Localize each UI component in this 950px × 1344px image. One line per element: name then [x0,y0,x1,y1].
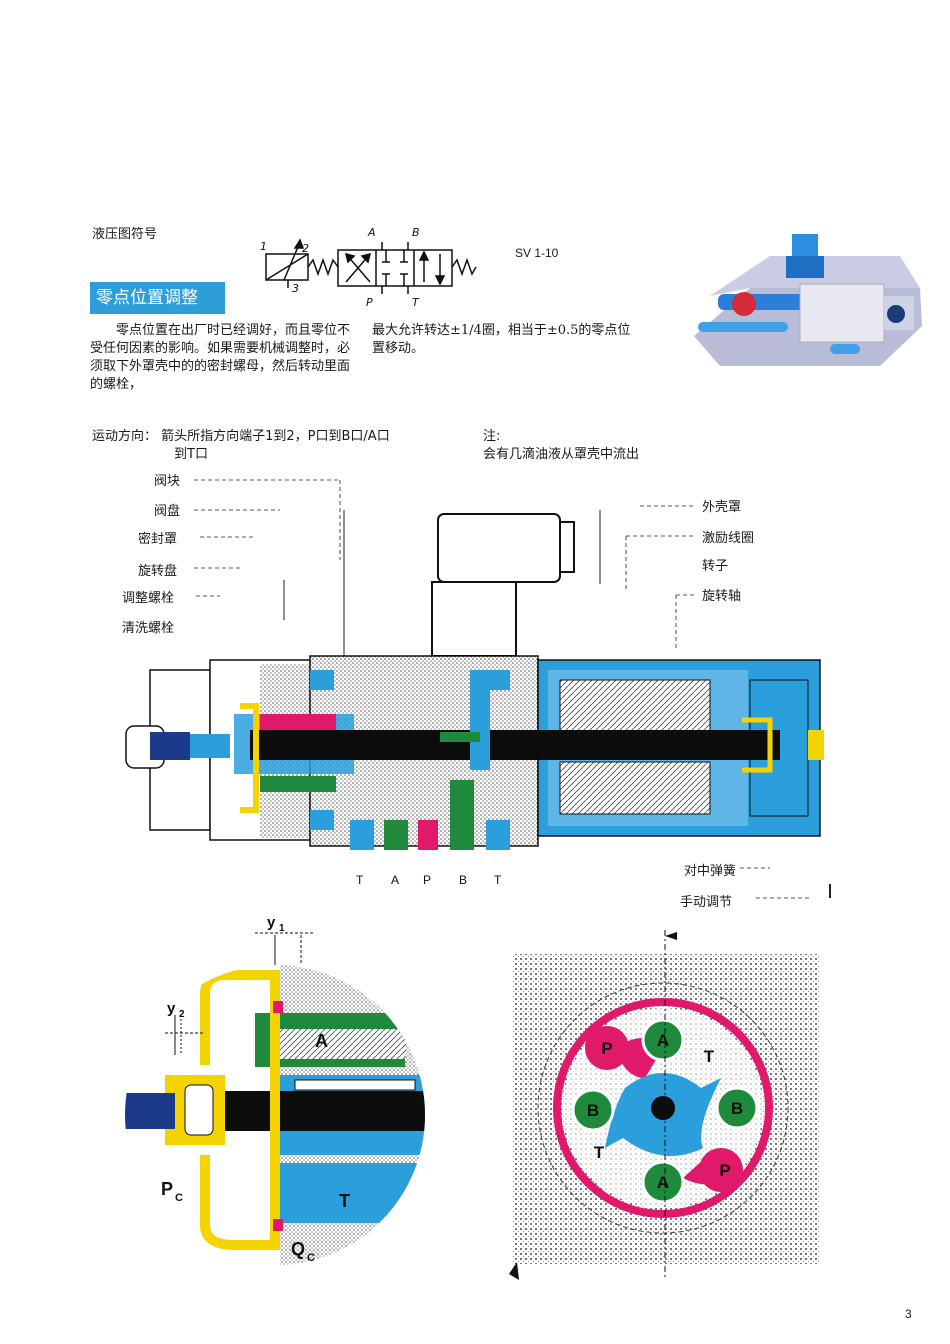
label-manual-adjust: 手动调节 [680,895,733,910]
face-port-p-left: P [601,1039,612,1058]
label-valve-block: 阀块 [154,474,181,489]
motion-direction: 运动方向： 箭头所指方向端子1到2，P口到B口/A口 到T口 [92,428,390,464]
detail-label-qc-sub: C [307,1252,315,1264]
symbol-label-a: A [367,226,376,239]
detail-label-pc: P [161,1179,173,1199]
face-port-b-right: B [731,1099,743,1118]
face-port-a-bottom: A [657,1173,669,1192]
label-rotary-disc: 旋转盘 [138,564,178,579]
detail-port-a: A [315,1031,328,1051]
face-port-p-right: P [719,1161,730,1180]
section-port-p: P [423,873,431,887]
detail-label-y2: y [167,1000,176,1017]
zero-adjust-paragraph-right: 最大允许转达±1/4圈，相当于±0.5的零点位置移动。 [372,323,631,356]
motion-line-1: 运动方向： 箭头所指方向端子1到2，P口到B口/A口 [92,429,390,444]
note-line-2: 会有几滴油液从罩壳中流出 [483,447,640,462]
detail-port-t: T [339,1191,350,1211]
label-valve-disc: 阀盘 [154,504,181,519]
hydraulic-symbol: 1 2 3 A B P T [260,226,477,308]
face-port-b-left: B [587,1101,599,1120]
note: 注: 会有几滴油液从罩壳中流出 [483,428,639,464]
page-number: 3 [905,1307,912,1321]
symbol-label-1: 1 [260,240,267,253]
detail-label-y2-sub: 2 [179,1009,185,1020]
face-port-t-left: T [594,1143,605,1162]
detail-label-pc-sub: C [175,1192,183,1204]
valve-3d-image [694,234,922,366]
label-housing: 外壳罩 [702,500,742,515]
detail-right-diagram: A P T B B T A P [509,930,819,1280]
zero-adjust-paragraph-left-text: 零点位置在出厂时已经调好，而且零位不受任何因素的影响。如果需要机械调整时，必须取… [90,323,351,392]
detail-left-diagram: y 1 y 2 A T P C Q C [125,914,425,1265]
detail-label-y1-sub: 1 [279,923,285,934]
label-centering-spring: 对中弹簧 [684,864,737,879]
label-seal-cap: 密封罩 [138,532,178,547]
label-flush-bolt: 清洗螺栓 [122,621,175,636]
section-port-b: B [459,873,467,887]
section-port-t2: T [494,873,502,887]
symbol-section-title: 液压图符号 [92,227,158,242]
model-label: SV 1-10 [515,246,559,260]
label-rotor: 转子 [702,559,729,574]
section-port-t1: T [356,873,364,887]
motion-line-2: 到T口 [174,447,208,462]
detail-label-qc: Q [291,1239,305,1259]
valve-cross-section: T A P B T [125,479,831,899]
face-port-t-right: T [704,1047,715,1066]
label-adjust-bolt: 调整螺栓 [122,591,175,606]
note-line-1: 注: [483,429,501,444]
detail-label-y1: y [267,914,276,931]
symbol-label-3: 3 [292,282,299,295]
section-heading: 零点位置调整 [90,282,225,314]
symbol-label-p: P [366,296,373,308]
symbol-label-2: 2 [302,242,309,255]
symbol-label-b: B [412,226,420,239]
section-port-a: A [391,873,399,887]
zero-adjust-paragraph-left: 零点位置在出厂时已经调好，而且零位不受任何因素的影响。如果需要机械调整时，必须取… [90,322,360,394]
label-rotary-shaft: 旋转轴 [702,589,742,604]
label-coil: 激励线圈 [702,531,755,546]
symbol-label-t: T [412,296,420,308]
face-port-a-top: A [657,1031,669,1050]
